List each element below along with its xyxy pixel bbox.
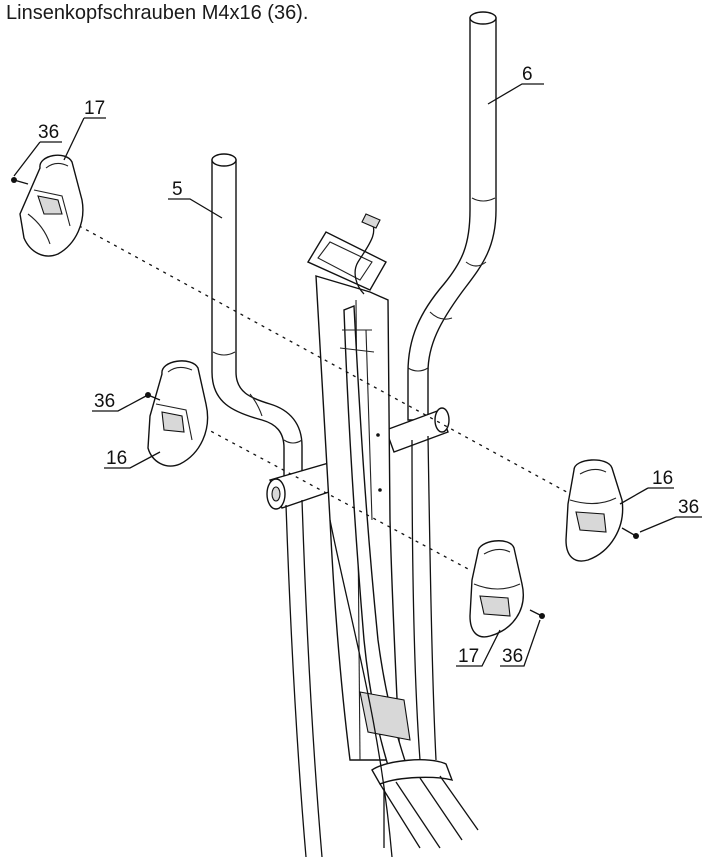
cover-part-16-mid-left	[147, 360, 209, 467]
cover-part-17-bottom	[469, 540, 524, 638]
handlebar-tube-6	[407, 11, 497, 421]
alignment-dashed-lines	[71, 221, 575, 571]
cover-part-16-right	[565, 459, 624, 562]
label-part-36-right: 36	[678, 497, 699, 518]
label-part-16-right: 16	[652, 468, 673, 489]
label-part-36-bottom: 36	[502, 646, 523, 667]
right-axle-sleeve	[385, 407, 450, 453]
cover-part-17-top-left	[19, 154, 84, 257]
leader-lines	[13, 83, 702, 667]
label-part-17-top-left: 17	[84, 98, 105, 119]
label-part-36-top-left: 36	[38, 122, 59, 143]
instruction-caption: Linsenkopfschrauben M4x16 (36).	[6, 2, 309, 24]
label-part-5: 5	[172, 179, 183, 200]
main-upright-mast	[306, 213, 479, 849]
label-part-36-mid-left: 36	[94, 391, 115, 412]
screw-36-mid-left	[145, 392, 161, 401]
label-part-17-bottom: 17	[458, 646, 479, 667]
screw-36-top-left	[11, 177, 29, 185]
label-part-16-mid-left: 16	[106, 448, 127, 469]
screw-36-bottom	[529, 609, 545, 619]
screw-36-right	[621, 527, 639, 539]
label-part-6: 6	[522, 64, 533, 85]
handlebar-tube-5	[211, 153, 303, 491]
pedal-arm-rails	[285, 435, 437, 857]
